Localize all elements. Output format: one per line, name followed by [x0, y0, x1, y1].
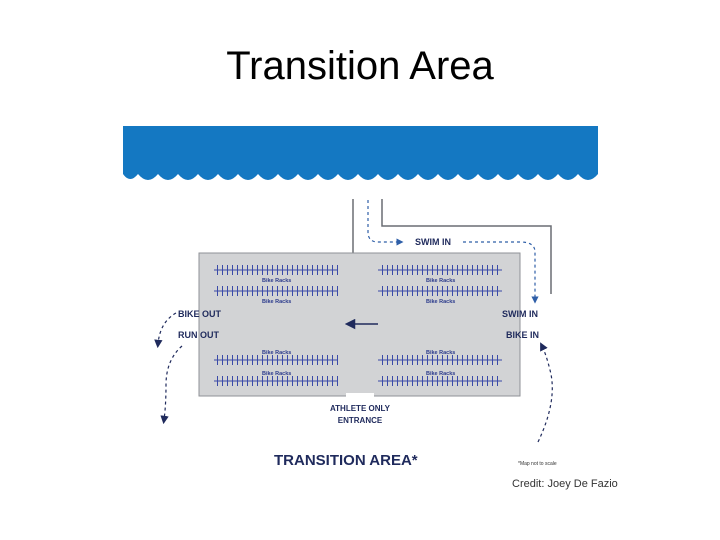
rack-label: Bike Racks: [426, 299, 455, 305]
run-out-path-arrow: [160, 345, 183, 425]
image-credit: Credit: Joey De Fazio: [512, 478, 618, 490]
bike-racks: [214, 265, 502, 386]
rack-label: Bike Racks: [426, 278, 455, 284]
rack-label: Bike Racks: [262, 371, 291, 377]
rack-label: Bike Racks: [426, 350, 455, 356]
bike-rack-row: [214, 265, 338, 275]
bike-in-path-arrow: [537, 342, 553, 443]
bike-rack-row: [378, 265, 502, 275]
bike-rack-row: [214, 355, 338, 365]
fence-lines: [352, 199, 552, 294]
water-area: [123, 126, 598, 180]
athlete-entrance-gap: [346, 393, 374, 399]
rack-label: Bike Racks: [426, 371, 455, 377]
bike-rack-row: [214, 376, 338, 386]
swim-in-path-arrow: [367, 200, 404, 246]
swim-in-label: SWIM IN: [415, 237, 451, 247]
scale-note: *Map not to scale: [518, 461, 557, 467]
slide-title: Transition Area: [226, 44, 494, 88]
rack-label: Bike Racks: [262, 299, 291, 305]
swim-in-path-arrow: [463, 241, 539, 304]
bike-rack-row: [214, 286, 338, 296]
bike-in-label: BIKE IN: [506, 330, 539, 340]
entrance-label: ENTRANCE: [338, 416, 383, 425]
run-out-label: RUN OUT: [178, 330, 219, 340]
athlete-only-label: ATHLETE ONLY: [330, 404, 391, 413]
transition-area-label: TRANSITION AREA*: [274, 452, 418, 469]
bike-out-path-arrow: [154, 312, 177, 349]
rack-label: Bike Racks: [262, 350, 291, 356]
bike-rack-row: [378, 376, 502, 386]
rack-labels: Bike Racks Bike Racks Bike Racks Bike Ra…: [262, 278, 455, 377]
rack-label: Bike Racks: [262, 278, 291, 284]
bike-rack-row: [378, 286, 502, 296]
bike-out-label: BIKE OUT: [178, 309, 222, 319]
swim-in-label: SWIM IN: [502, 309, 538, 319]
bike-rack-row: [378, 355, 502, 365]
